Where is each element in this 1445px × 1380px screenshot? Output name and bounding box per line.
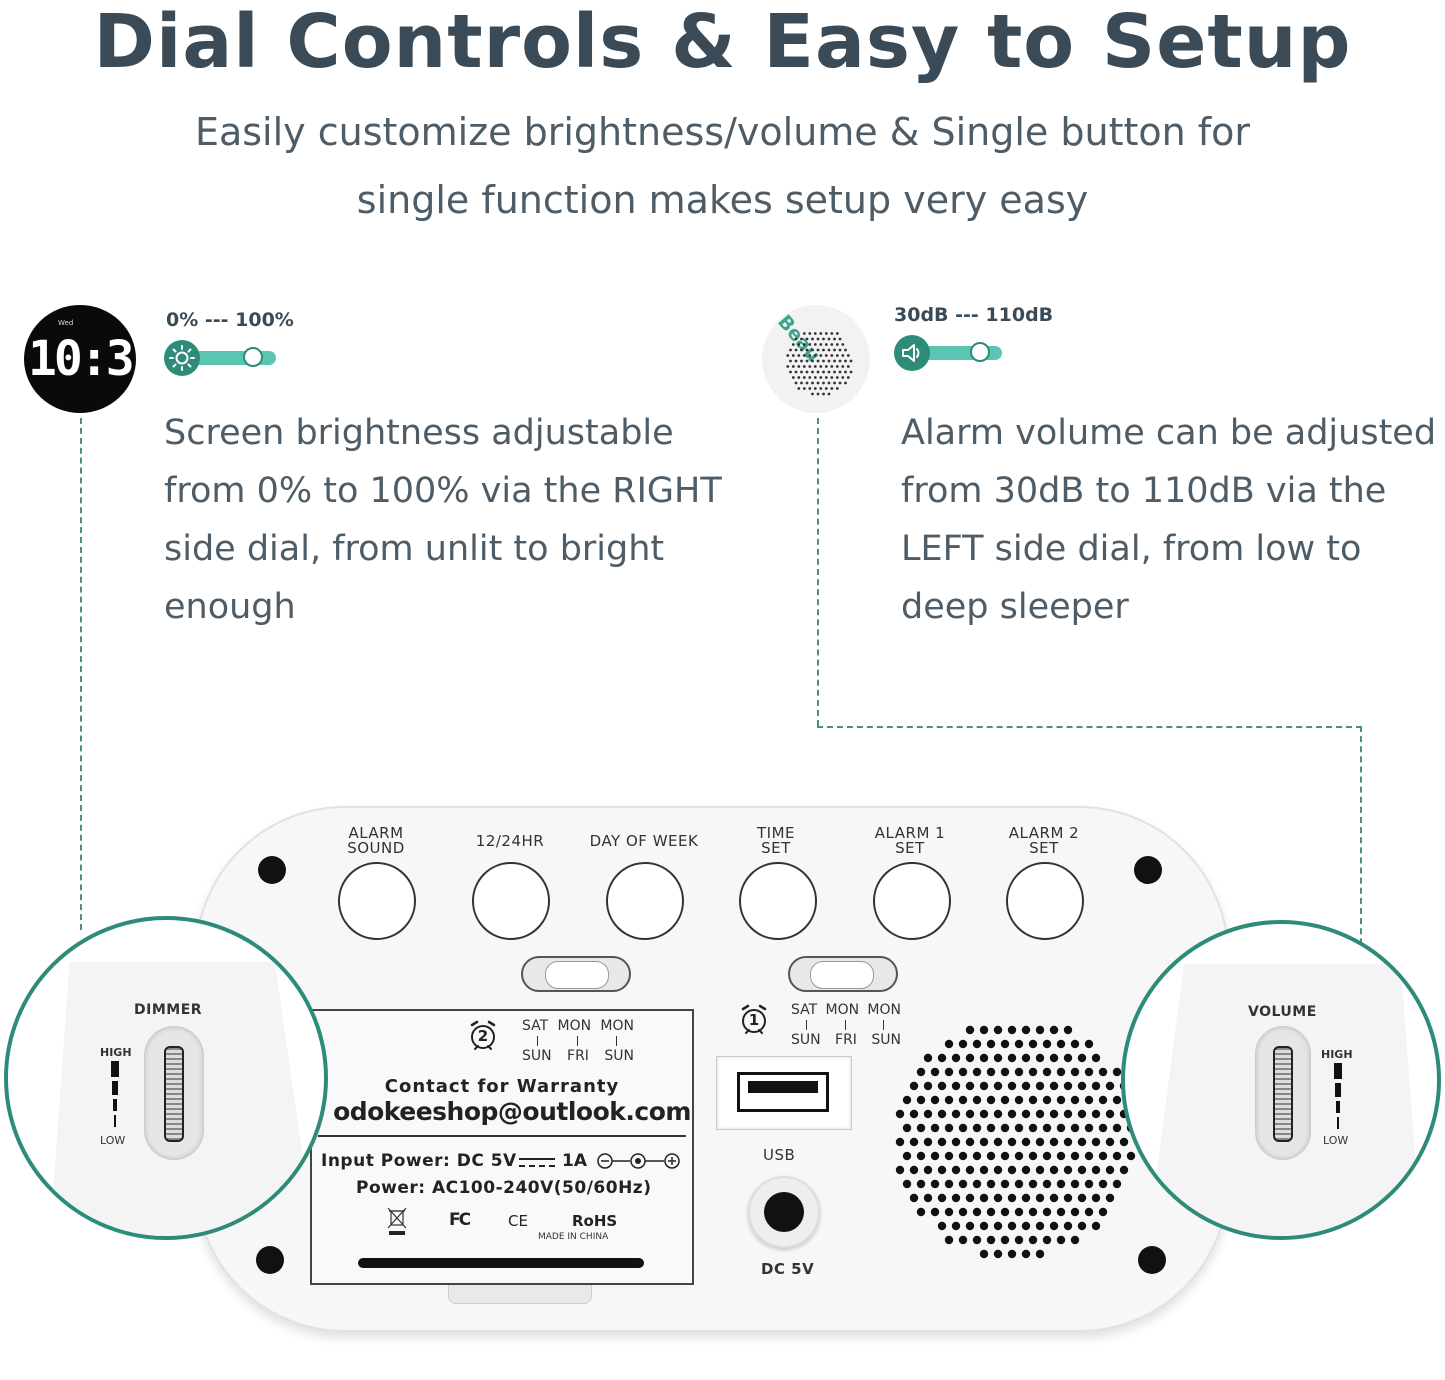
button-label-12-24hr: 12/24HR [475,832,545,850]
dc-label: DC 5V [761,1260,815,1278]
alarm1-set-button[interactable] [873,862,951,940]
brightness-slider-knob [243,347,264,367]
device-foot [448,1282,592,1304]
alarm1-days-top: SAT MON MON [791,1002,901,1018]
dimmer-dial[interactable] [144,1026,204,1160]
dimmer-label: DIMMER [134,1002,203,1018]
brightness-desc-line: Screen brightness adjustable [164,413,674,453]
volume-low-label: LOW [1323,1134,1349,1147]
page-title: Dial Controls & Easy to Setup [93,0,1352,85]
alarm1-days-bottom: SUN FRI SUN [791,1032,901,1048]
screw-hole [1138,1246,1166,1274]
weee-bin-icon [386,1206,408,1236]
connector-line-right-drop [1360,726,1362,1096]
dimmer-zoom-circle: DIMMER HIGH LOW [4,916,328,1240]
volume-desc-line: Alarm volume can be adjusted [901,413,1437,453]
12-24hr-button[interactable] [472,862,550,940]
warranty-email: odokeeshop@outlook.com [333,1097,691,1126]
rohs-mark: RoHS [572,1212,618,1230]
button-label-alarm-sound: ALARM SOUND [347,824,405,857]
button-label-time-set: TIME SET [756,824,795,857]
dimmer-low-label: LOW [100,1134,126,1147]
volume-dial-label: VOLUME [1248,1004,1317,1020]
power-text: Power: AC100-240V(50/60Hz) [356,1178,652,1198]
connector-line-right-vertical [817,418,819,726]
brightness-description: Screen brightness adjustable from 0% to … [164,404,722,636]
brightness-desc-line: from 0% to 100% via the RIGHT [164,471,722,511]
alarm1-day-ticks [806,1020,884,1030]
connector-line-left [80,418,82,930]
alarm-clock-2-icon: 2 [467,1018,499,1052]
volume-range: 30dB --- 110dB [894,304,1054,326]
volume-desc-line: from 30dB to 110dB via the [901,471,1387,511]
volume-desc-line: deep sleeper [901,587,1129,627]
dimmer-high-label: HIGH [100,1046,132,1059]
usb-port[interactable] [737,1072,829,1112]
alarm1-mode-switch[interactable] [788,956,898,992]
plate-slot [358,1258,644,1268]
button-label-alarm2-set: ALARM 2 SET [1008,824,1080,857]
warranty-label: Contact for Warranty [384,1076,620,1097]
volume-description: Alarm volume can be adjusted from 30dB t… [901,404,1436,636]
input-power-text: Input Power: DC 5V [321,1151,517,1171]
subtitle-line-2: single function makes setup very easy [356,178,1089,222]
volume-high-label: HIGH [1321,1048,1353,1061]
clock-digits: 10:31 [28,331,136,387]
alarm2-set-button[interactable] [1006,862,1084,940]
alarm-sound-button[interactable] [338,862,416,940]
brightness-slider [164,340,279,376]
clock-thumbnail: Wed 10:31 [24,305,136,413]
dc-symbol-icon [518,1155,556,1169]
alarm2-days-top: SAT MON MON [522,1018,634,1034]
clock-day: Wed [58,319,74,327]
dc-jack[interactable] [748,1176,820,1248]
speaker-grille [895,1025,1136,1259]
alarm-clock-1-icon: 1 [738,1002,770,1036]
plate-divider [318,1135,686,1137]
screw-hole [256,1246,284,1274]
ce-mark: CE [508,1212,528,1230]
sun-icon [164,340,200,376]
speaker-grille-small [786,332,853,396]
speaker-thumbnail: Beau [762,305,870,413]
volume-zoom-circle: VOLUME HIGH LOW [1121,920,1441,1240]
time-set-button[interactable] [739,862,817,940]
button-label-day-of-week: DAY OF WEEK [589,832,699,850]
alarm2-mode-switch[interactable] [521,956,631,992]
button-label-alarm1-set: ALARM 1 SET [874,824,946,857]
fcc-mark: FC [449,1210,471,1230]
brightness-desc-line: enough [164,587,296,627]
subtitle-line-1: Easily customize brightness/volume & Sin… [194,110,1251,154]
dimmer-level-bars [111,1061,121,1129]
day-of-week-button[interactable] [606,862,684,940]
screw-hole [258,856,286,884]
volume-dial[interactable] [1255,1026,1311,1160]
usb-label: USB [763,1146,796,1164]
alarm2-day-ticks [537,1036,617,1046]
volume-slider-knob [969,342,990,362]
label-plate [310,1009,694,1285]
polarity-icon [596,1152,682,1170]
volume-slider [894,335,1004,371]
input-current: 1A [562,1151,587,1171]
made-in-label: MADE IN CHINA [538,1232,609,1242]
volume-level-bars [1334,1063,1344,1131]
brightness-range: 0% --- 100% [166,309,294,331]
screw-hole [1134,856,1162,884]
brightness-desc-line: side dial, from unlit to bright [164,529,665,569]
alarm2-days-bottom: SUN FRI SUN [522,1048,634,1064]
speaker-icon [894,335,930,371]
volume-desc-line: LEFT side dial, from low to [901,529,1362,569]
connector-line-right-horizontal [817,726,1362,728]
